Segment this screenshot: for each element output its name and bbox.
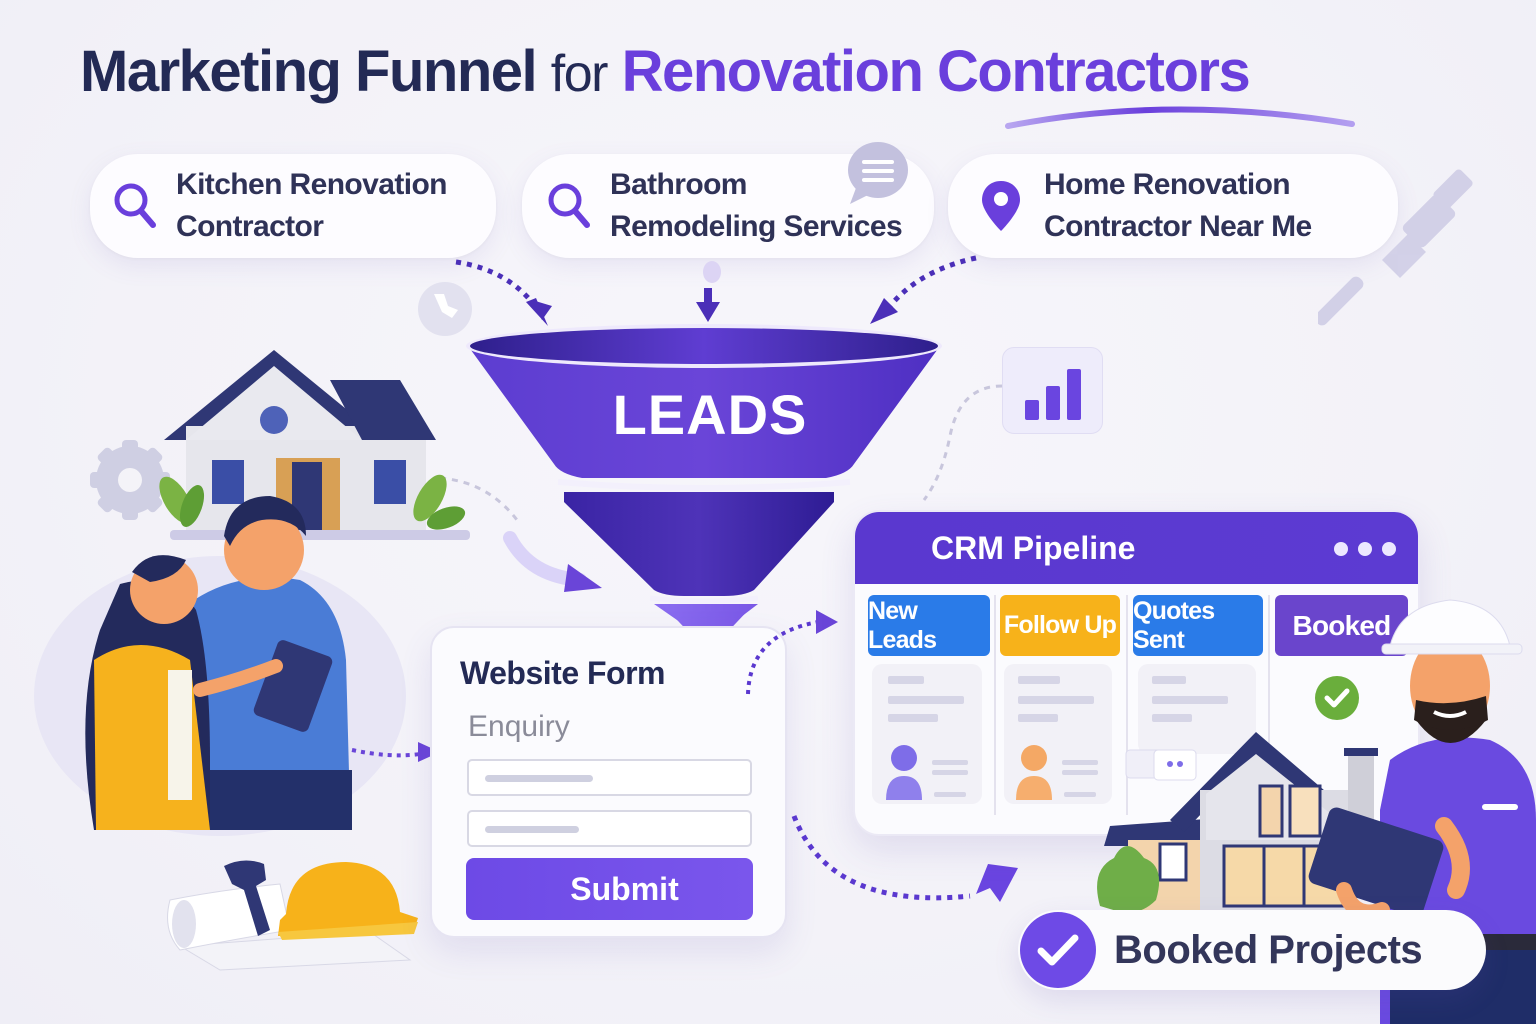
title-part-2: for — [550, 45, 609, 103]
query-line-1: Bathroom — [610, 168, 747, 201]
title-part-1: Marketing Funnel — [80, 39, 538, 104]
arrow-form-to-booked — [791, 815, 1018, 902]
dashed-connector — [922, 384, 1003, 501]
lead-card[interactable] — [1004, 664, 1112, 804]
title-part-3: Renovation Contractors — [621, 39, 1251, 104]
crm-header: CRM Pipeline — [855, 512, 1418, 584]
leads-funnel — [466, 324, 942, 646]
tool-badge-icon — [418, 282, 472, 336]
search-query-near-me: Home Renovation Contractor Near Me — [948, 154, 1398, 258]
form-title: Website Form — [460, 655, 666, 691]
crm-column-follow-up[interactable]: Follow Up — [1000, 595, 1120, 656]
arrow-to-form — [351, 742, 440, 762]
arrow-form-to-crm — [746, 610, 838, 695]
placeholder-line — [485, 775, 593, 782]
homeowners-illustration — [34, 350, 470, 836]
search-query-kitchen: Kitchen Renovation Contractor — [90, 154, 496, 258]
enquiry-label: Enquiry — [468, 710, 570, 743]
location-pin-icon — [982, 181, 1020, 231]
swoosh-arrow-icon — [439, 476, 602, 592]
placeholder-line — [485, 826, 579, 833]
query-line-2: Contractor — [176, 210, 324, 243]
analytics-tile — [1002, 347, 1103, 434]
page-title: Marketing Funnel for Renovation Contract… — [80, 32, 1251, 112]
chat-bubble-icon — [848, 142, 908, 204]
booked-projects-label: Booked Projects — [1114, 927, 1423, 972]
column-divider — [1268, 595, 1270, 815]
query-line-1: Kitchen Renovation — [176, 168, 447, 201]
column-divider — [1126, 595, 1128, 815]
crm-column-new-leads[interactable]: New Leads — [868, 595, 990, 656]
crm-title: CRM Pipeline — [931, 530, 1136, 566]
crm-column-quotes-sent[interactable]: Quotes Sent — [1133, 595, 1263, 656]
user-avatar-icon — [1016, 745, 1052, 800]
check-circle-icon — [1315, 676, 1359, 720]
lead-card[interactable] — [1138, 664, 1256, 754]
search-icon — [114, 183, 156, 228]
search-icon — [548, 183, 590, 228]
submit-button[interactable]: Submit — [466, 858, 753, 920]
more-options-icon[interactable] — [1334, 542, 1396, 556]
user-avatar-icon — [886, 745, 922, 800]
column-divider — [994, 595, 996, 815]
funnel-label: LEADS — [612, 383, 808, 446]
check-circle-icon — [1020, 912, 1096, 988]
flow-arrows-top — [455, 255, 977, 326]
hardhat-blueprints-illustration — [167, 860, 418, 971]
paint-roller-icon — [1318, 169, 1473, 326]
form-input-2[interactable] — [467, 810, 752, 847]
query-line-1: Home Renovation — [1044, 168, 1291, 201]
query-line-2: Remodeling Services — [610, 210, 903, 243]
bar-chart-icon — [1025, 369, 1081, 420]
title-underline-swoosh — [1005, 106, 1355, 129]
query-line-2: Contractor Near Me — [1044, 210, 1312, 243]
form-input-1[interactable] — [467, 759, 752, 796]
lead-card[interactable] — [872, 664, 982, 804]
gear-icon — [90, 440, 170, 520]
booked-projects-badge: Booked Projects — [1018, 910, 1486, 990]
